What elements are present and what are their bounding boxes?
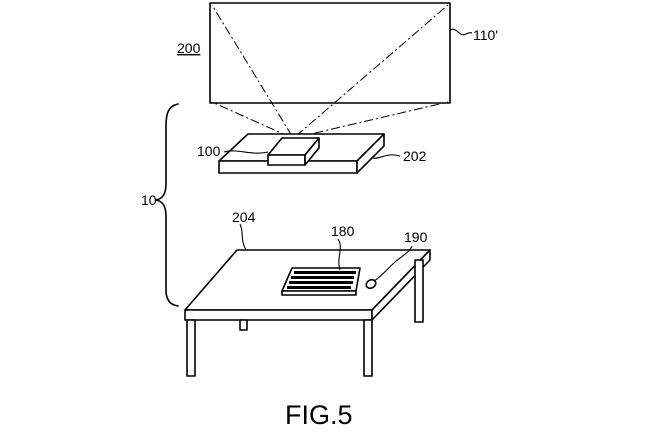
label-mouse: 190 xyxy=(404,229,428,245)
figure-caption: FIG.5 xyxy=(285,400,353,430)
label-projector: 100 xyxy=(197,143,221,159)
system-bracket xyxy=(155,103,179,307)
keyboard xyxy=(281,267,361,296)
label-platform: 202 xyxy=(403,148,427,164)
label-system: 10 xyxy=(141,192,157,208)
leader-204 xyxy=(239,223,247,251)
leader-180 xyxy=(337,238,341,271)
label-screen-area: 200 xyxy=(177,40,201,56)
projection-cone xyxy=(211,4,449,138)
label-keyboard: 180 xyxy=(331,223,355,239)
label-projected-image: 110' xyxy=(473,27,498,43)
label-table: 204 xyxy=(232,209,256,225)
projector xyxy=(267,137,320,166)
leader-110 xyxy=(449,28,473,36)
projection-screen xyxy=(209,2,451,104)
leader-100 xyxy=(223,150,269,154)
leader-202 xyxy=(371,154,401,159)
mouse xyxy=(365,245,413,290)
